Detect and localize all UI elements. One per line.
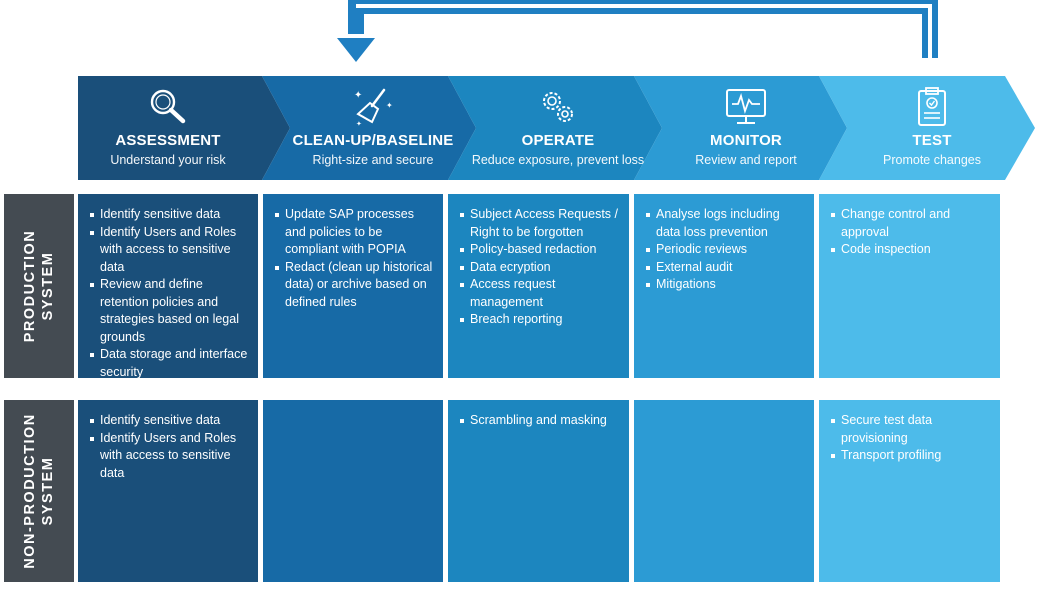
phase-test: TEST Promote changes <box>844 76 1020 180</box>
broom-icon: ✦ ✦ ✦ <box>354 88 393 128</box>
cell-production-test: Change control and approval Code inspect… <box>819 194 1000 378</box>
chevron-test <box>819 76 1035 180</box>
phase-subtitle: Understand your risk <box>110 153 226 167</box>
list-item: Data ecryption <box>460 259 621 277</box>
phase-subtitle: Promote changes <box>883 153 981 167</box>
list-item: Redact (clean up historical data) or arc… <box>275 259 435 312</box>
chevron-monitor <box>634 76 847 180</box>
cell-nonproduction-test: Secure test data provisioning Transport … <box>819 400 1000 582</box>
bullet-list: Update SAP processes and policies to be … <box>275 206 435 311</box>
list-item: Identify sensitive data <box>90 412 250 430</box>
row-label-line1: PRODUCTION <box>22 229 38 343</box>
phase-title: MONITOR <box>710 132 782 149</box>
list-item: Identify Users and Roles with access to … <box>90 430 250 483</box>
clipboard-icon <box>918 87 946 126</box>
cell-production-cleanup: Update SAP processes and policies to be … <box>263 194 443 378</box>
list-item: Data storage and interface security <box>90 346 250 381</box>
chevron-operate <box>448 76 662 180</box>
list-item: Subject Access Requests / Right to be fo… <box>460 206 621 241</box>
list-item: External audit <box>646 259 806 277</box>
cell-production-operate: Subject Access Requests / Right to be fo… <box>448 194 629 378</box>
list-item: Mitigations <box>646 276 806 294</box>
svg-text:✦: ✦ <box>354 90 362 101</box>
svg-text:✦: ✦ <box>386 101 393 110</box>
list-item: Change control and approval <box>831 206 992 241</box>
phase-title: ASSESSMENT <box>115 132 221 149</box>
phase-monitor: MONITOR Review and report <box>658 76 834 180</box>
list-item: Review and define retention policies and… <box>90 276 250 346</box>
cell-nonproduction-cleanup <box>263 400 443 582</box>
chevron-cleanup <box>262 76 476 180</box>
phase-assessment: ASSESSMENT Understand your risk <box>78 76 258 180</box>
row-label-line2: SYSTEM <box>40 456 56 526</box>
bullet-list: Subject Access Requests / Right to be fo… <box>460 206 621 329</box>
cell-production-assessment: Identify sensitive data Identify Users a… <box>78 194 258 381</box>
list-item: Identify sensitive data <box>90 206 250 224</box>
phase-title: OPERATE <box>521 132 595 149</box>
list-item: Identify Users and Roles with access to … <box>90 224 250 277</box>
phase-subtitle: Right-size and secure <box>312 153 434 167</box>
phase-title: TEST <box>912 132 952 149</box>
cell-nonproduction-operate: Scrambling and masking <box>448 400 629 582</box>
phase-cleanup: ✦ ✦ ✦ CLEAN-UP/BASELINE Right-size and s… <box>285 76 461 180</box>
list-item: Transport profiling <box>831 447 992 465</box>
bullet-list: Analyse logs including data loss prevent… <box>646 206 806 294</box>
list-item: Access request management <box>460 276 621 311</box>
list-item: Code inspection <box>831 241 992 259</box>
gears-icon <box>543 92 573 122</box>
list-item: Update SAP processes and policies to be … <box>275 206 435 259</box>
bullet-list: Scrambling and masking <box>460 412 621 430</box>
chevron-assessment <box>78 76 290 180</box>
list-item: Breach reporting <box>460 311 621 329</box>
phase-operate: OPERATE Reduce exposure, prevent loss <box>470 76 646 180</box>
phase-subtitle: Review and report <box>695 153 797 167</box>
row-label-line2: SYSTEM <box>40 251 56 321</box>
list-item: Scrambling and masking <box>460 412 621 430</box>
cell-nonproduction-assessment: Identify sensitive data Identify Users a… <box>78 400 258 582</box>
phase-subtitle: Reduce exposure, prevent loss <box>471 153 645 167</box>
list-item: Policy-based redaction <box>460 241 621 259</box>
list-item: Secure test data provisioning <box>831 412 992 447</box>
row-label-line1: NON-PRODUCTION <box>22 413 38 569</box>
phase-title: CLEAN-UP/BASELINE <box>292 132 454 149</box>
bullet-list: Secure test data provisioning Transport … <box>831 412 992 465</box>
magnifier-icon <box>150 89 186 124</box>
cell-production-monitor: Analyse logs including data loss prevent… <box>634 194 814 378</box>
monitor-icon <box>726 89 766 124</box>
list-item: Analyse logs including data loss prevent… <box>646 206 806 241</box>
bullet-list: Identify sensitive data Identify Users a… <box>90 412 250 482</box>
svg-text:✦: ✦ <box>356 120 362 128</box>
list-item: Periodic reviews <box>646 241 806 259</box>
bullet-list: Identify sensitive data Identify Users a… <box>90 206 250 381</box>
cell-nonproduction-monitor <box>634 400 814 582</box>
bullet-list: Change control and approval Code inspect… <box>831 206 992 259</box>
